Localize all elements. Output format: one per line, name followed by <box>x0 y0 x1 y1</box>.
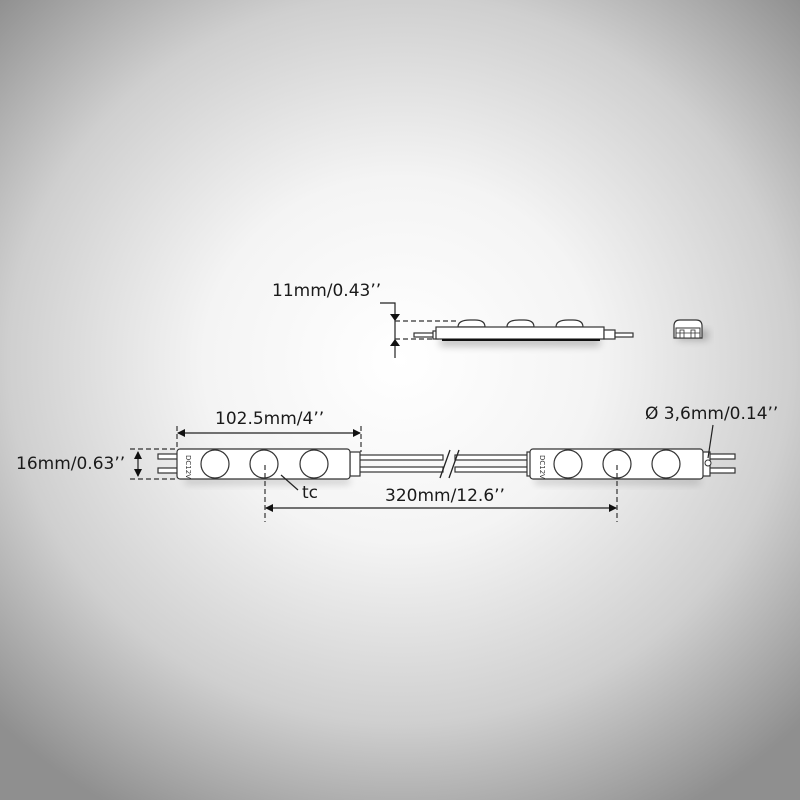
center-label: tc <box>302 483 318 503</box>
wire <box>157 467 179 474</box>
connecting-wires <box>357 449 532 479</box>
height-dimension-line <box>380 302 396 358</box>
end-view <box>673 319 703 339</box>
top-view: DC12V DC12V 16mm/0.63’’ 102.5mm/4’’ 320m… <box>16 404 778 522</box>
module-width-label: 16mm/0.63’’ <box>16 454 125 474</box>
arrow-down-icon <box>390 314 400 321</box>
module-marking: DC12V <box>538 455 546 479</box>
led <box>249 449 279 479</box>
led-module-right: DC12V <box>526 448 712 480</box>
led <box>200 449 230 479</box>
side-view: 11mm/0.43’’ <box>272 281 708 358</box>
wire-diameter-label: Ø 3,6mm/0.14’’ <box>645 404 778 424</box>
led-module-left: DC12V <box>176 448 361 480</box>
led-dome <box>457 319 486 328</box>
wire <box>614 332 634 338</box>
arrow-up-icon <box>390 339 400 346</box>
pitch-label: 320mm/12.6’’ <box>385 486 505 506</box>
module-length-label: 102.5mm/4’’ <box>215 409 324 429</box>
module-marking: DC12V <box>184 455 192 479</box>
led-dome <box>506 319 535 328</box>
led <box>651 449 681 479</box>
wire <box>157 453 179 460</box>
height-label: 11mm/0.43’’ <box>272 281 381 301</box>
connector <box>603 329 616 340</box>
led <box>299 449 329 479</box>
led <box>553 449 583 479</box>
module-body-side <box>435 326 605 340</box>
led-dome <box>555 319 584 328</box>
